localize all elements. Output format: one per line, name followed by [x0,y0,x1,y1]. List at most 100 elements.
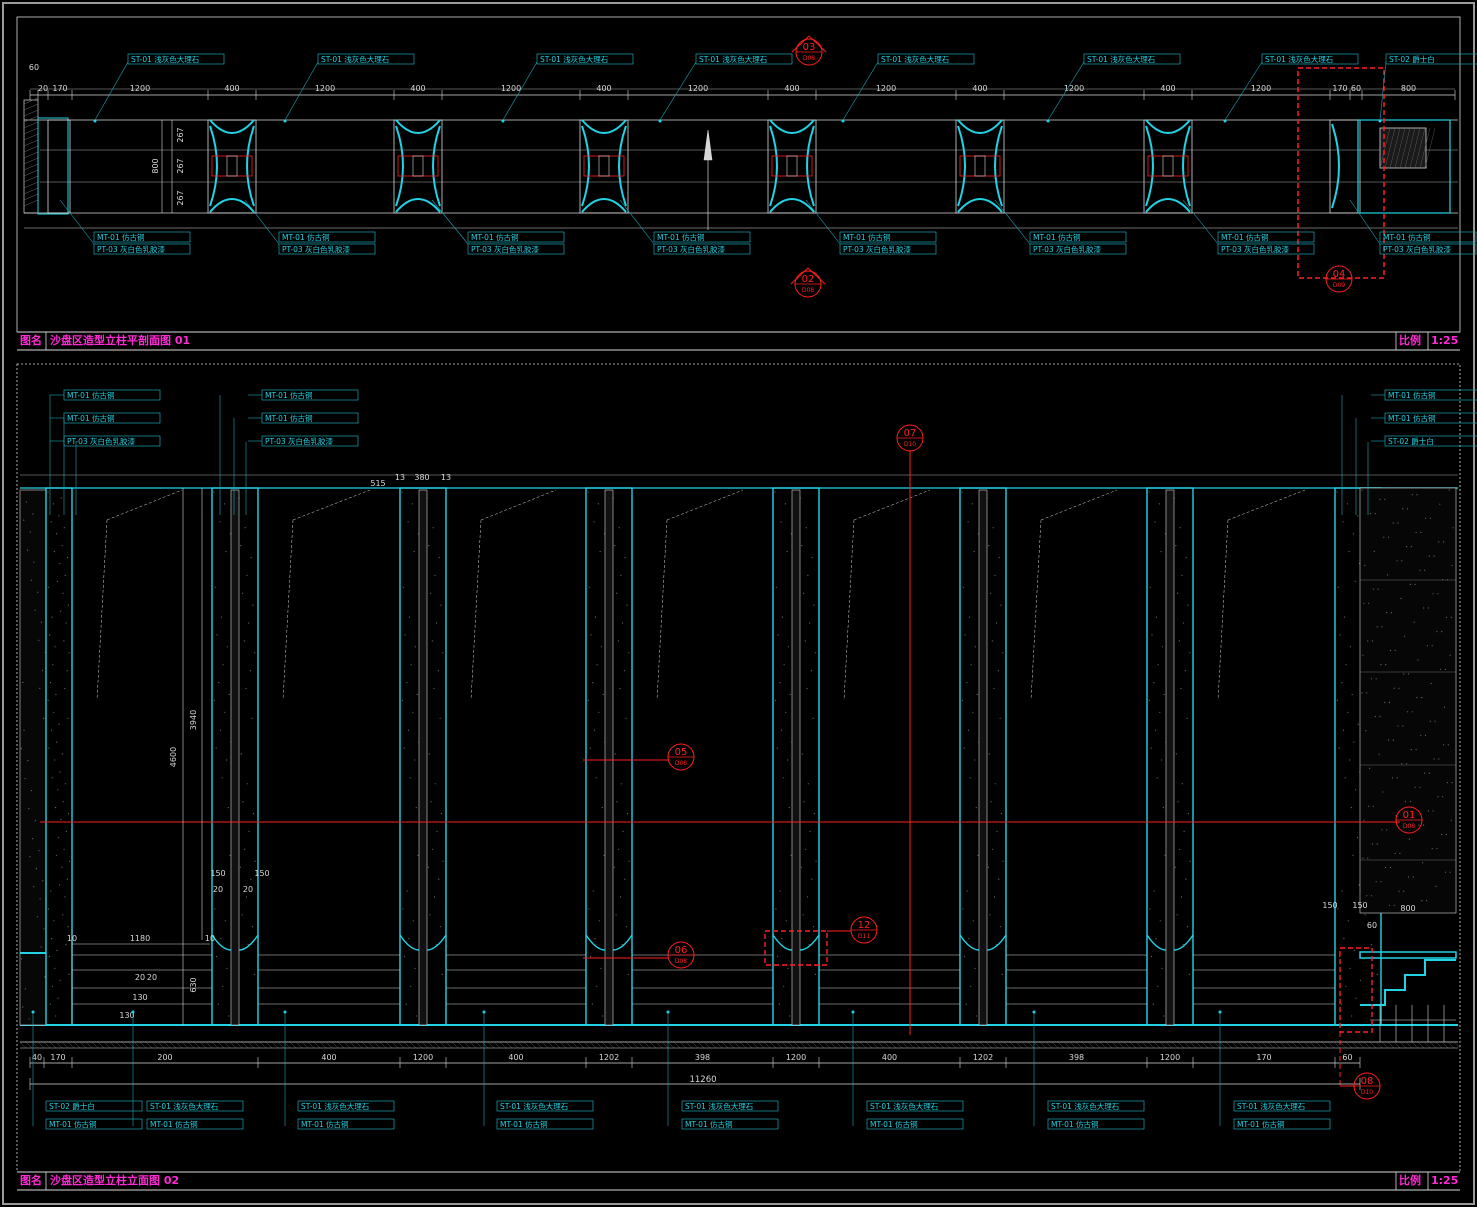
stone-speckle [1388,904,1391,906]
elev-floor-hatch [1303,1041,1311,1049]
elev-floor-hatch [769,1041,777,1049]
stone-speckle [240,545,242,547]
stone-speckle [219,521,221,523]
stone-speckle [33,561,35,563]
plan-section-mark-03-pointer [791,35,827,53]
plan-dim-label: 60 [29,63,39,72]
elev-floor-hatch [643,1041,651,1049]
elev-bottom-callout-b-1-box [45,1118,143,1130]
stone-speckle [988,545,990,547]
elev-floor-hatch [145,1041,153,1049]
stone-speckle [226,646,228,648]
elev-floor-hatch [397,1041,405,1049]
elev-vdim-label: 4600 [169,747,178,767]
stone-speckle [433,896,436,898]
plan-side-dim-label: 267 [176,190,185,205]
plan-dim-label: 400 [224,84,239,93]
stone-speckle [961,491,963,493]
elev-floor-hatch [343,1041,351,1049]
elev-bottom-callout-b-3: MT-01 仿古铜 [301,1119,349,1129]
elev-floor-hatch [61,1041,69,1049]
elev-floor-hatch [1339,1041,1347,1049]
stone-speckle [775,908,777,910]
elev-panel-5 [819,489,960,1005]
elev-leader-dot [283,1010,287,1014]
stone-speckle [222,664,224,666]
stone-speckle [966,890,968,892]
stone-speckle [1352,854,1354,856]
stone-speckle [1349,759,1351,761]
stone-speckle [56,580,59,582]
plan-column-bracket [769,119,815,213]
stone-speckle [1446,782,1448,784]
stone-speckle [1424,772,1426,774]
elev-floor-hatch [793,1041,801,1049]
elevation-title: 沙盘区造型立柱立面图 02 [50,1174,180,1187]
stone-speckle [813,813,816,815]
elev-floor-hatch [433,1041,441,1049]
stone-speckle [29,531,31,533]
plan-leader-dot [658,119,662,123]
stone-speckle [592,890,594,892]
stone-speckle [810,670,813,672]
stone-speckle [56,949,58,952]
plan-top-callout-6: ST-01 浅灰色大理石 [1087,54,1156,64]
elev-floor-hatch [817,1041,825,1049]
stone-speckle [34,609,36,611]
stone-speckle [971,503,974,505]
stone-speckle [439,717,441,719]
plan-bottom-leader [994,199,1031,245]
plan-scale: 1:25 [1431,334,1459,347]
stone-speckle [1394,852,1396,855]
stone-speckle [57,997,59,999]
plan-section-mark-02-num: 02 [802,274,815,285]
stone-speckle [1444,668,1447,670]
plan-wall-hatch [23,127,39,135]
plan-top-callout-8: ST-02 爵士白 [1389,54,1435,64]
stone-speckle [1409,800,1411,803]
elev-misc-dim-label: 10 [205,934,215,943]
stone-speckle [1348,551,1350,553]
stone-speckle [1160,551,1162,553]
stone-speckle [1187,813,1189,815]
stone-speckle [968,938,970,940]
stone-speckle [1441,631,1443,633]
stone-speckle [1163,693,1165,696]
stone-speckle [1355,997,1357,999]
plan-column-1 [47,119,71,214]
stone-speckle [616,592,618,594]
stone-speckle [1148,491,1150,493]
plan-bottom-callout-a-2: MT-01 仿古铜 [282,232,330,242]
elev-floor-hatch [1363,1041,1371,1049]
plan-bottom-callout-a-4: MT-01 仿古铜 [657,232,705,242]
elev-floor-hatch [943,1041,951,1049]
elev-top-callout-1-2: MT-01 仿古铜 [67,413,115,423]
stone-speckle [1345,985,1347,987]
elev-floor-hatch [1405,1041,1413,1049]
stone-speckle [407,729,410,731]
stone-speckle [1406,763,1408,765]
elev-leader-dot [1218,1010,1222,1014]
elev-column-5 [772,487,820,1026]
stone-speckle [407,521,409,523]
elev-dim-label: 1200 [1160,1053,1180,1062]
stone-speckle [994,574,996,577]
elev-column-base-curve [1146,934,1194,951]
stone-speckle [1150,747,1152,749]
stone-speckle [600,967,602,970]
stone-speckle [1364,914,1366,916]
elev-floor-hatch [1123,1041,1131,1049]
plan-core-hatch [1384,127,1396,169]
elev-bottom-callout-b-5: MT-01 仿古铜 [685,1119,733,1129]
plan-bottom-callout-a-4-box [653,231,751,243]
elev-floor-hatch [1369,1041,1377,1049]
elev-column-6 [959,487,1007,1026]
plan-wall-hatch [23,157,39,165]
stone-speckle [215,747,217,749]
elev-floor-hatch [355,1041,363,1049]
elev-floor-hatch [187,1041,195,1049]
stone-speckle [416,1015,418,1017]
stone-speckle [1342,729,1345,731]
elev-floor-hatch [871,1041,879,1049]
elev-floor-hatch [133,1041,141,1049]
